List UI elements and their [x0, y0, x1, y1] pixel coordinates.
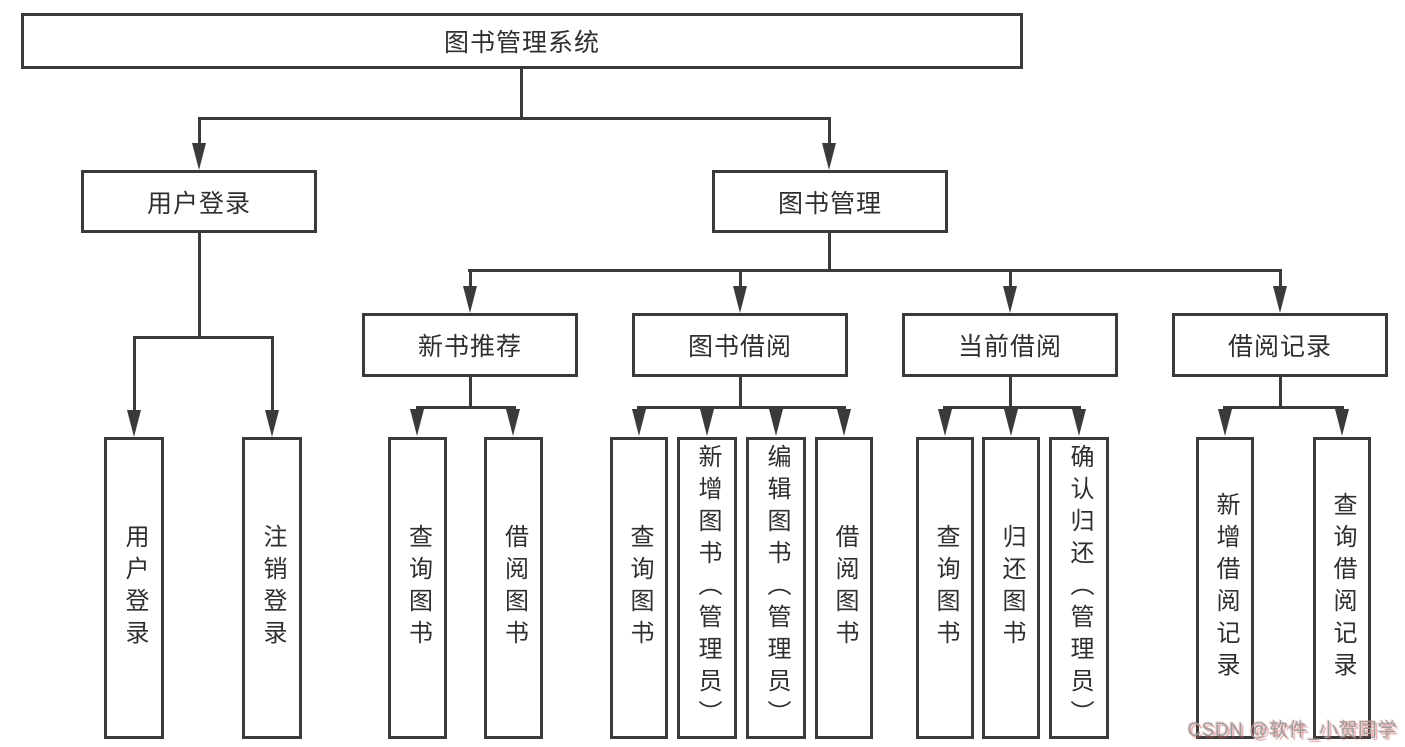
node-book-mgmt-label: 图书管理	[777, 189, 882, 218]
arrowhead-down-icon	[1004, 409, 1018, 436]
node-user-login: 用户登录	[81, 170, 317, 233]
leaf-query-record-label: 查询借阅记录	[1329, 492, 1356, 684]
leaf-borrow-book-1: 借阅图书	[484, 437, 543, 739]
connector-level3-drop	[469, 269, 472, 289]
leaf-confirm-return: 确认归还（管理员）	[1049, 437, 1109, 739]
leaf-query-record: 查询借阅记录	[1313, 437, 1371, 739]
arrowhead-down-icon	[265, 410, 279, 437]
arrowhead-down-icon	[822, 143, 836, 170]
leaf-return-book: 归还图书	[982, 437, 1040, 739]
connector-new-book-rec-stem	[469, 375, 472, 409]
leaf-edit-book: 编辑图书（管理员）	[746, 437, 806, 739]
connector-level3-rail	[468, 269, 1282, 272]
leaf-edit-book-label: 编辑图书（管理员）	[763, 444, 790, 732]
node-root-label: 图书管理系统	[443, 29, 600, 57]
node-book-mgmt: 图书管理	[712, 170, 948, 233]
connector-level3-drop	[739, 269, 742, 289]
arrowhead-down-icon	[632, 409, 646, 436]
arrowhead-down-icon	[1335, 409, 1349, 436]
arrowhead-down-icon	[769, 409, 783, 436]
node-borrow-record-label: 借阅记录	[1227, 333, 1332, 361]
arrowhead-down-icon	[938, 409, 952, 436]
arrowhead-down-icon	[192, 143, 206, 170]
node-new-book-rec-label: 新书推荐	[417, 333, 522, 361]
leaf-add-record-label: 新增借阅记录	[1212, 492, 1239, 684]
node-current-borrow: 当前借阅	[902, 313, 1118, 377]
connector-leaf-rail	[637, 406, 846, 409]
connector-book-mgmt-drop	[828, 117, 831, 144]
leaf-query-book-3: 查询图书	[916, 437, 974, 739]
connector-leaf-rail	[943, 406, 1081, 409]
connector-borrow-record-stem	[1279, 375, 1282, 409]
connector-leaf-rail	[1223, 406, 1344, 409]
node-user-login-label: 用户登录	[146, 189, 251, 218]
connector-book-borrow-stem	[739, 375, 742, 409]
leaf-return-book-label: 归还图书	[998, 524, 1025, 652]
leaf-query-book-3-label: 查询图书	[932, 524, 959, 652]
arrowhead-down-icon	[410, 409, 424, 436]
leaf-query-book-1-label: 查询图书	[404, 524, 432, 652]
leaf-borrow-book-2: 借阅图书	[815, 437, 873, 739]
leaf-user-login: 用户登录	[104, 437, 164, 739]
arrowhead-down-icon	[1218, 409, 1232, 436]
leaf-query-book-2-label: 查询图书	[626, 524, 653, 652]
watermark: CSDN @软件_小贺同学	[1187, 720, 1397, 741]
node-borrow-record: 借阅记录	[1172, 313, 1388, 377]
arrowhead-down-icon	[837, 409, 851, 436]
leaf-add-book-label: 新增图书（管理员）	[694, 444, 721, 732]
leaf-borrow-book-1-label: 借阅图书	[500, 524, 528, 652]
connector-user-login-stem	[198, 231, 201, 337]
connector-user-login-rail	[133, 336, 273, 339]
arrowhead-down-icon	[1273, 286, 1287, 313]
node-book-borrow-label: 图书借阅	[687, 333, 792, 361]
connector-leaf-drop	[133, 336, 136, 412]
connector-leaf-drop	[271, 336, 274, 412]
node-current-borrow-label: 当前借阅	[957, 333, 1062, 361]
arrowhead-down-icon	[1003, 286, 1017, 313]
connector-book-mgmt-stem	[828, 230, 831, 271]
connector-root-stem	[520, 68, 523, 118]
connector-current-borrow-stem	[1009, 375, 1012, 409]
node-book-borrow: 图书借阅	[632, 313, 848, 377]
connector-leaf-rail	[416, 406, 516, 409]
arrowhead-down-icon	[700, 409, 714, 436]
node-new-book-rec: 新书推荐	[362, 313, 578, 377]
arrowhead-down-icon	[1072, 409, 1086, 436]
connector-user-login-drop	[198, 117, 201, 144]
leaf-add-book: 新增图书（管理员）	[677, 437, 737, 739]
leaf-user-login-label: 用户登录	[121, 524, 148, 652]
node-root: 图书管理系统	[21, 13, 1023, 69]
connector-level3-drop	[1279, 269, 1282, 289]
leaf-query-book-1: 查询图书	[388, 437, 447, 739]
connector-level2-rail	[198, 117, 831, 120]
arrowhead-down-icon	[506, 409, 520, 436]
leaf-borrow-book-2-label: 借阅图书	[831, 524, 858, 652]
arrowhead-down-icon	[127, 410, 141, 437]
leaf-logout-label: 注销登录	[259, 524, 286, 652]
arrowhead-down-icon	[463, 286, 477, 313]
connector-level3-drop	[1009, 269, 1012, 289]
arrowhead-down-icon	[733, 286, 747, 313]
leaf-add-record: 新增借阅记录	[1196, 437, 1254, 739]
leaf-confirm-return-label: 确认归还（管理员）	[1066, 444, 1093, 732]
leaf-query-book-2: 查询图书	[610, 437, 668, 739]
leaf-logout: 注销登录	[242, 437, 302, 739]
